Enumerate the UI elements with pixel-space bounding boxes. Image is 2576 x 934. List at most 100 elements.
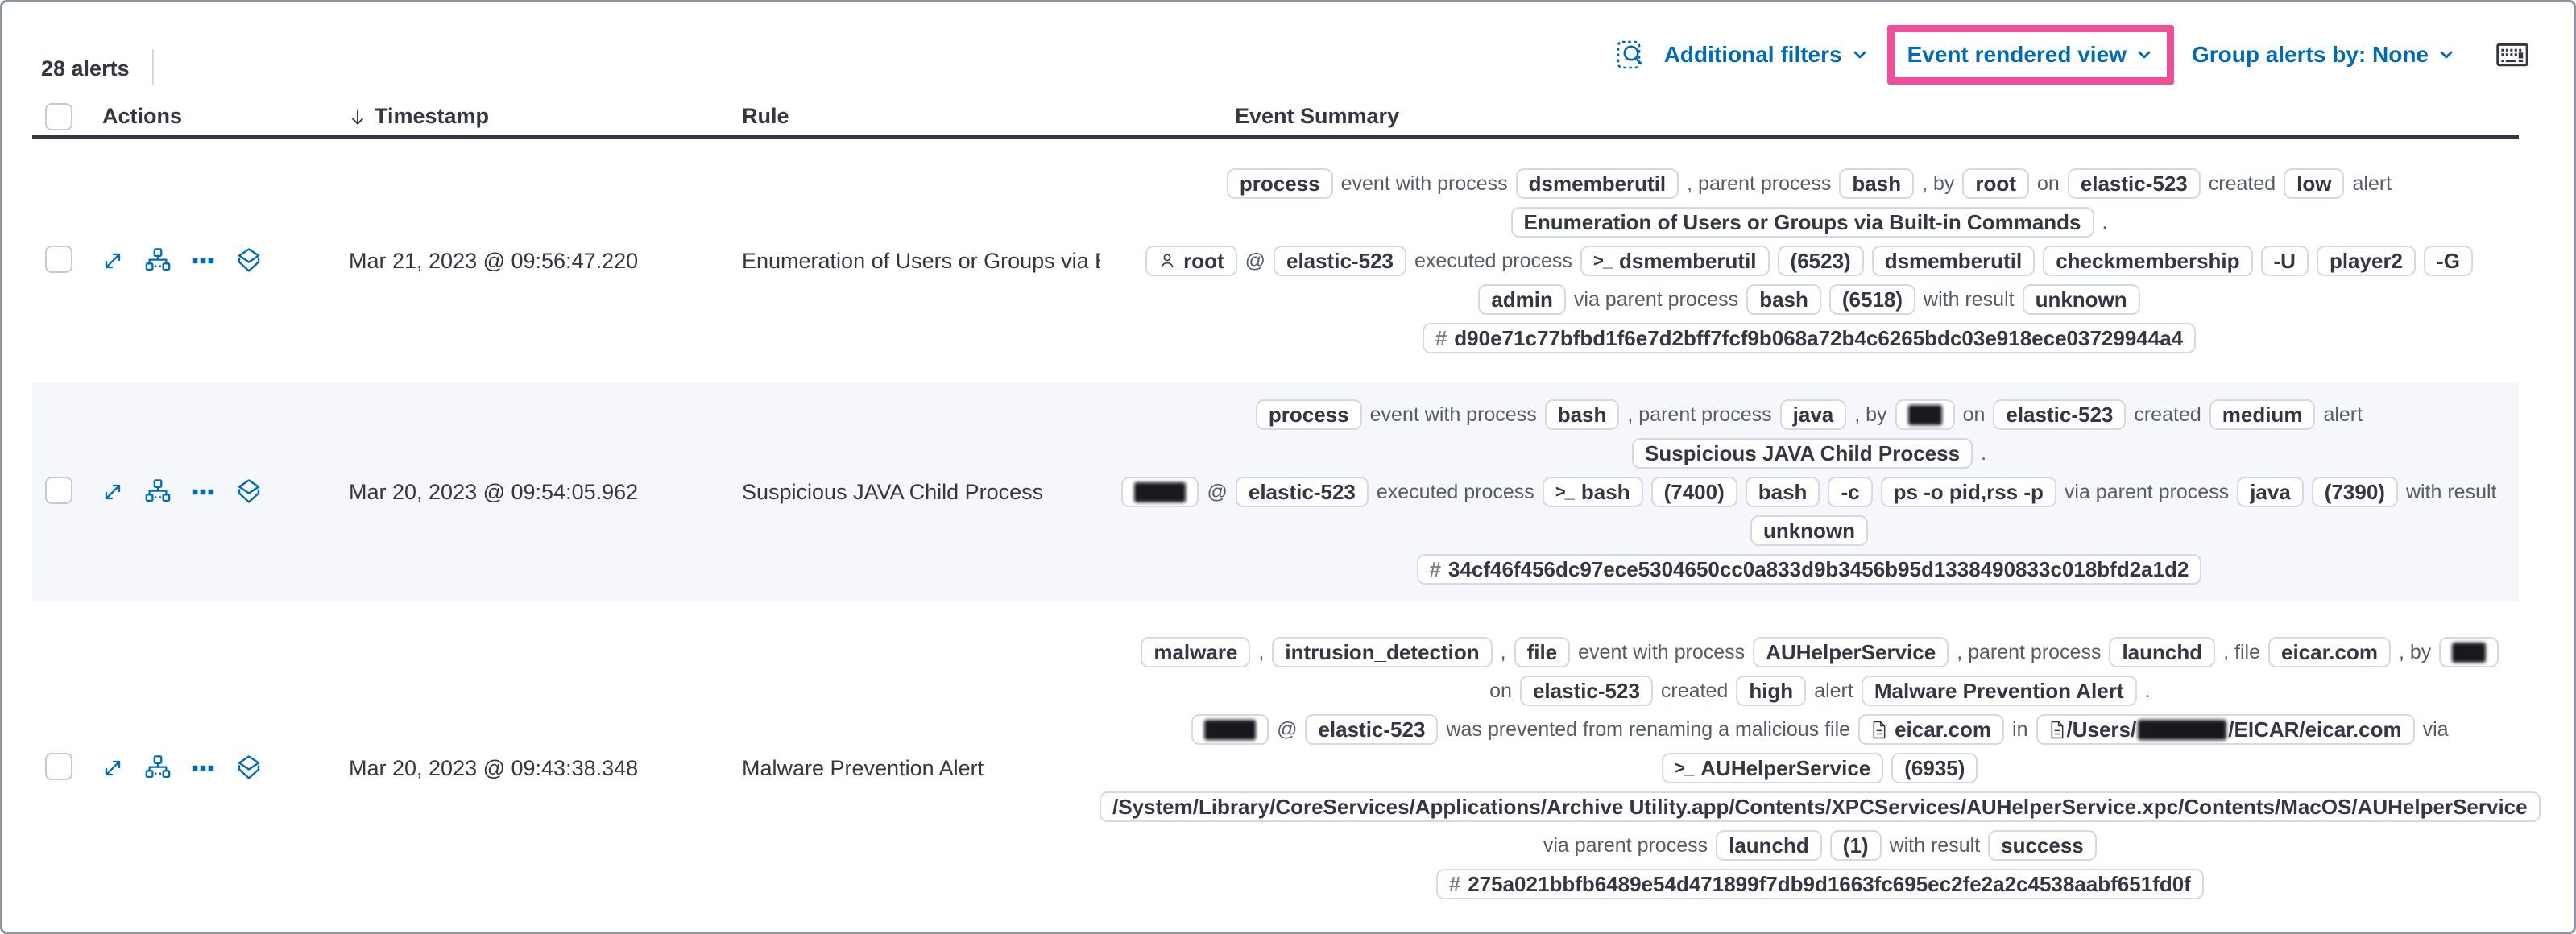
summary-badge[interactable]: (6935) xyxy=(1891,753,1978,783)
summary-badge[interactable]: unknown xyxy=(1750,515,1869,546)
summary-badge[interactable]: (6523) xyxy=(1777,246,1864,276)
additional-filters-button[interactable]: Additional filters xyxy=(1664,42,1870,68)
summary-badge[interactable]: file xyxy=(1514,637,1571,667)
summary-badge[interactable]: root xyxy=(1962,168,2029,199)
summary-badge[interactable]: AUHelperService xyxy=(1753,637,1949,667)
divider xyxy=(151,49,154,85)
analyze-event-icon[interactable] xyxy=(144,478,172,506)
summary-badge[interactable]: >_dsmemberutil xyxy=(1580,246,1770,276)
summary-badge[interactable]: medium xyxy=(2209,399,2316,430)
analyze-event-icon[interactable] xyxy=(144,754,172,782)
summary-badge[interactable]: #275a021bbfb6489e54d471899f7db9d1663fc69… xyxy=(1435,869,2204,899)
summary-badge[interactable]: /System/Library/CoreServices/Application… xyxy=(1100,791,2541,822)
summary-badge[interactable]: low xyxy=(2284,168,2345,199)
row-checkbox[interactable] xyxy=(45,245,72,273)
summary-badge[interactable]: high xyxy=(1736,676,1807,706)
summary-badge[interactable]: launchd xyxy=(1716,830,1822,861)
file-icon xyxy=(1873,721,1886,738)
row-actions xyxy=(99,754,326,783)
more-actions-icon[interactable] xyxy=(189,478,217,506)
summary-badge[interactable] xyxy=(1121,477,1199,507)
highlight-annotation: Event rendered view xyxy=(1886,25,2174,85)
summary-badge[interactable]: -c xyxy=(1828,477,1873,507)
summary-badge[interactable]: bash xyxy=(1746,284,1821,315)
more-actions-icon[interactable] xyxy=(189,247,217,275)
event-rendered-view-button[interactable]: Event rendered view xyxy=(1907,42,2154,68)
summary-badge[interactable]: launchd xyxy=(2109,637,2216,667)
summary-badge[interactable]: ps -o pid,rss -p xyxy=(1880,477,2056,507)
alerts-utility-bar: 28 alerts Additional filters Event rende… xyxy=(2,2,2574,97)
summary-badge[interactable]: bash xyxy=(1544,399,1620,430)
summary-badge[interactable]: success xyxy=(1988,830,2097,861)
summary-badge[interactable]: #34cf46f456dc97ece5304650cc0a833d9b3456b… xyxy=(1416,554,2202,585)
more-actions-icon[interactable] xyxy=(189,754,217,782)
expand-alert-icon[interactable] xyxy=(99,478,126,506)
summary-badge[interactable]: /Users//EICAR/eicar.com xyxy=(2036,714,2415,745)
summary-badge[interactable] xyxy=(1191,714,1269,745)
summary-badge[interactable]: bash xyxy=(1745,477,1820,507)
column-header-timestamp[interactable]: Timestamp xyxy=(326,104,713,129)
expand-alert-icon[interactable] xyxy=(99,247,126,275)
alert-timestamp: Mar 20, 2023 @ 09:43:38.348 xyxy=(349,755,639,780)
summary-badge[interactable]: intrusion_detection xyxy=(1272,637,1493,667)
summary-text: , xyxy=(1258,640,1265,663)
event-summary-line: Suspicious JAVA Child Process. xyxy=(1100,434,2519,473)
inspect-button[interactable] xyxy=(1614,39,1646,71)
summary-badge[interactable] xyxy=(2439,637,2499,667)
summary-badge[interactable]: eicar.com xyxy=(2267,637,2391,667)
investigate-in-timeline-icon[interactable] xyxy=(234,754,263,783)
summary-badge[interactable]: checkmembership xyxy=(2043,246,2253,276)
event-summary-line: /System/Library/CoreServices/Application… xyxy=(1100,787,2541,826)
summary-badge[interactable]: unknown xyxy=(2022,284,2140,315)
summary-badge[interactable]: admin xyxy=(1478,284,1566,315)
investigate-in-timeline-icon[interactable] xyxy=(234,246,263,275)
select-all-checkbox[interactable] xyxy=(45,102,72,130)
summary-badge[interactable]: (7400) xyxy=(1650,477,1737,507)
summary-badge[interactable]: #d90e71c77bfbd1f6e7d2bff7fcf9b068a72b4c6… xyxy=(1422,323,2197,353)
summary-badge[interactable] xyxy=(1895,399,1955,430)
analyze-event-icon[interactable] xyxy=(144,247,172,275)
summary-badge[interactable]: eicar.com xyxy=(1858,714,2005,745)
summary-badge[interactable]: elastic-523 xyxy=(1519,676,1653,706)
summary-badge[interactable]: process xyxy=(1255,399,1362,430)
expand-alert-icon[interactable] xyxy=(99,754,126,782)
summary-badge[interactable]: >_AUHelperService xyxy=(1662,753,1884,783)
summary-badge[interactable]: elastic-523 xyxy=(1305,714,1439,745)
keyboard-shortcuts-button[interactable] xyxy=(2496,43,2528,67)
summary-badge[interactable]: dsmemberutil xyxy=(1871,246,2036,276)
summary-badge[interactable]: (6518) xyxy=(1828,284,1916,315)
summary-text: with result xyxy=(1889,833,1981,857)
summary-text: , by xyxy=(1854,403,1887,426)
group-alerts-by-button[interactable]: Group alerts by: None xyxy=(2192,42,2456,68)
summary-badge[interactable]: elastic-523 xyxy=(1274,246,1406,276)
summary-badge[interactable]: elastic-523 xyxy=(2067,168,2201,199)
summary-badge[interactable]: Suspicious JAVA Child Process xyxy=(1631,438,1973,469)
summary-badge[interactable]: -G xyxy=(2424,246,2473,276)
summary-badge[interactable]: bash xyxy=(1839,168,1915,199)
alert-rule: Suspicious JAVA Child Process xyxy=(742,479,1044,504)
chevron-down-icon xyxy=(2138,51,2151,59)
row-checkbox[interactable] xyxy=(45,752,72,780)
summary-badge[interactable]: java xyxy=(1779,399,1847,430)
hash-icon: # xyxy=(1448,871,1461,896)
column-header-actions: Actions xyxy=(102,104,183,128)
summary-badge[interactable]: dsmemberutil xyxy=(1515,168,1679,199)
summary-badge[interactable]: (7390) xyxy=(2311,477,2398,507)
summary-badge[interactable]: java xyxy=(2237,477,2304,507)
investigate-in-timeline-icon[interactable] xyxy=(234,477,263,506)
summary-badge[interactable]: elastic-523 xyxy=(1235,477,1369,507)
summary-badge[interactable]: Malware Prevention Alert xyxy=(1861,676,2137,706)
summary-badge[interactable]: process xyxy=(1226,168,1333,199)
summary-badge[interactable]: Enumeration of Users or Groups via Built… xyxy=(1510,207,2094,238)
summary-badge[interactable]: -U xyxy=(2260,246,2309,276)
summary-badge[interactable]: >_bash xyxy=(1542,477,1643,507)
summary-badge[interactable]: elastic-523 xyxy=(1993,399,2127,430)
summary-text: executed process xyxy=(1414,249,1572,272)
summary-badge[interactable]: malware xyxy=(1141,637,1251,667)
summary-badge[interactable]: (1) xyxy=(1829,830,1882,861)
summary-badge[interactable]: player2 xyxy=(2316,246,2417,276)
row-checkbox[interactable] xyxy=(45,476,72,504)
summary-badge[interactable]: root xyxy=(1145,246,1237,276)
